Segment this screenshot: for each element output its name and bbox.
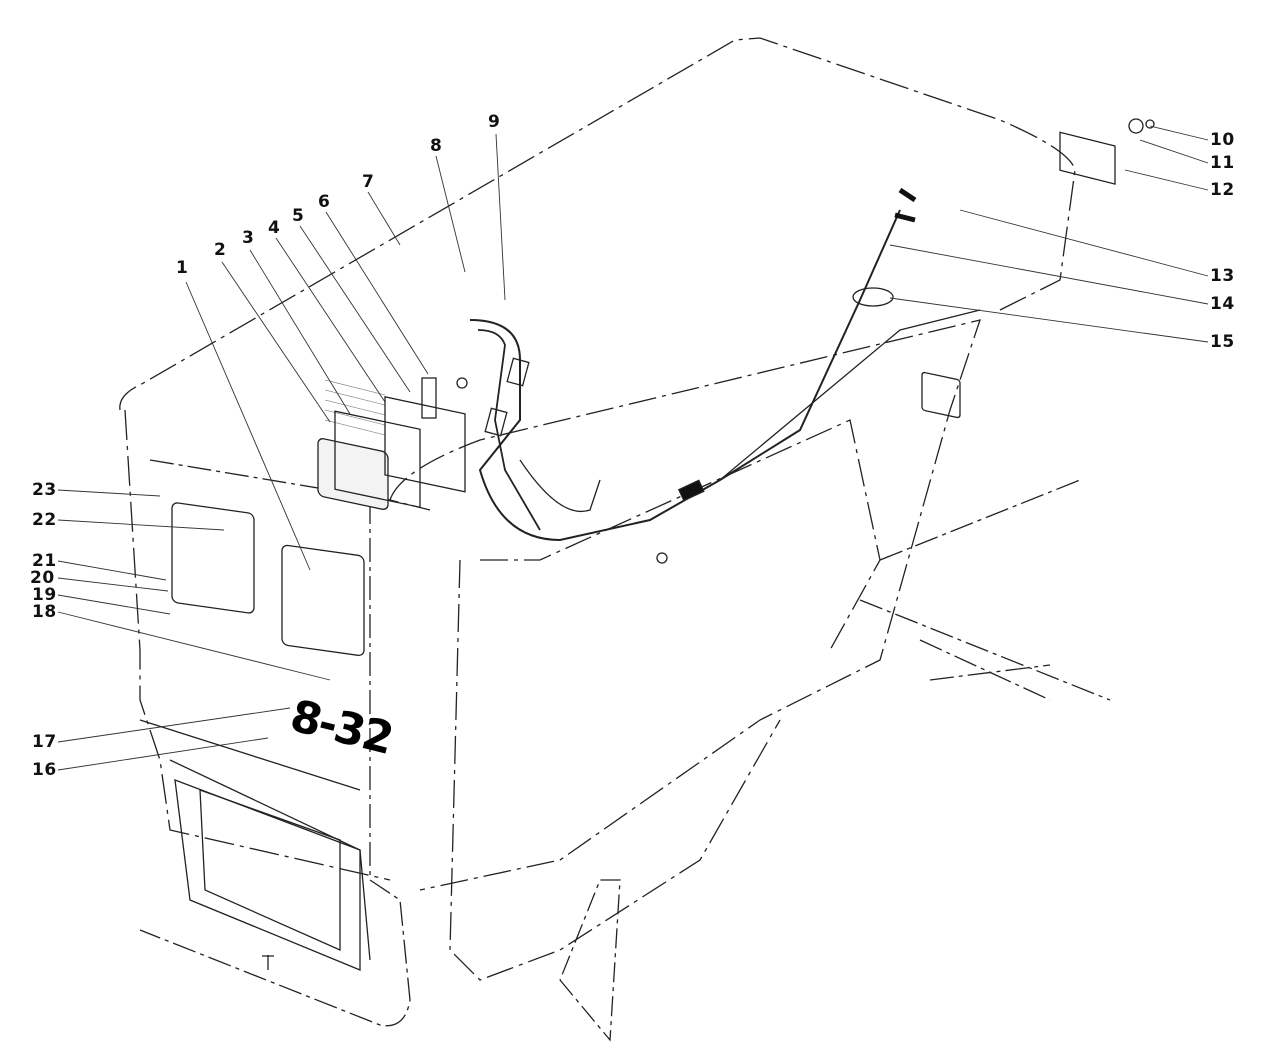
connector-a [506, 357, 530, 387]
callout-19: 19 [32, 585, 57, 605]
switch-plate [1059, 131, 1116, 185]
callout-5: 5 [292, 206, 305, 226]
leader-lines [57, 125, 1209, 771]
gasket [334, 410, 421, 509]
callout-4: 4 [268, 218, 281, 238]
inline-fuse [677, 479, 705, 502]
callout-1: 1 [176, 258, 189, 278]
bolt [262, 955, 274, 970]
wiring-harness [469, 209, 901, 542]
callout-13: 13 [1210, 266, 1235, 286]
callout-11: 11 [1210, 153, 1235, 173]
callout-14: 14 [1210, 294, 1235, 314]
callout-7: 7 [362, 172, 375, 192]
headlight-lens-grid [324, 379, 386, 436]
light-switch [921, 371, 961, 419]
callout-12: 12 [1210, 180, 1235, 200]
callout-18: 18 [32, 602, 57, 622]
callout-21: 21 [32, 551, 57, 571]
bracket [421, 377, 437, 419]
callout-17: 17 [32, 732, 57, 752]
ring-terminal [656, 552, 668, 564]
callout-3: 3 [242, 228, 255, 248]
headlight-window-left [171, 502, 255, 614]
callout-6: 6 [318, 192, 331, 212]
hood-side [389, 319, 981, 891]
connector-b [484, 407, 508, 437]
callout-16: 16 [32, 760, 57, 780]
grille-opening [174, 779, 361, 971]
callout-9: 9 [488, 112, 501, 132]
callout-22: 22 [32, 510, 57, 530]
callout-8: 8 [430, 136, 443, 156]
headlight-window-right [281, 544, 365, 657]
cable-tie [852, 287, 894, 307]
headlight-lens [317, 438, 389, 510]
housing [384, 396, 466, 493]
switch-knob [1128, 118, 1144, 134]
callout-15: 15 [1210, 332, 1235, 352]
callout-2: 2 [214, 240, 227, 260]
callout-20: 20 [30, 568, 55, 588]
callout-10: 10 [1210, 130, 1235, 150]
callout-23: 23 [32, 480, 57, 500]
hood-outline [119, 37, 1076, 411]
frame [859, 479, 1111, 701]
